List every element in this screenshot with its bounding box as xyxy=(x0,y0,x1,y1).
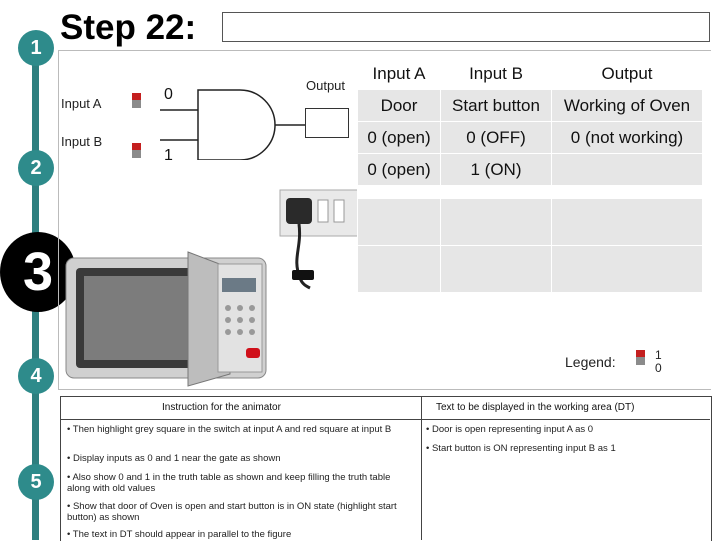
truth-table-cell: 0 (open) xyxy=(357,153,441,186)
truth-table-subheader-door: Door xyxy=(357,89,441,122)
truth-table-subheader-start: Start button xyxy=(440,89,552,122)
dt-header: Text to be displayed in the working area… xyxy=(436,402,635,413)
legend-bottom-value: 0 xyxy=(655,361,662,375)
animator-item: • Then highlight grey square in the swit… xyxy=(67,424,392,435)
animator-item: • Show that door of Oven is open and sta… xyxy=(67,501,397,523)
truth-table-cell xyxy=(551,185,703,199)
truth-table-cell xyxy=(357,185,441,199)
truth-table-cell: 0 (open) xyxy=(357,121,441,154)
truth-table-cell: 0 (OFF) xyxy=(440,121,552,154)
output-indicator xyxy=(305,108,349,138)
working-area-frame xyxy=(58,50,711,390)
input-a-switch[interactable] xyxy=(132,93,141,108)
truth-table-cell xyxy=(440,198,552,246)
title-box xyxy=(222,12,710,42)
input-a-value: 0 xyxy=(164,86,173,103)
legend-top-value: 1 xyxy=(655,348,662,362)
and-gate-icon xyxy=(160,89,306,160)
legend-switch-icon xyxy=(636,350,645,365)
truth-table-cell xyxy=(551,153,703,186)
truth-table-cell xyxy=(357,245,441,293)
microwave-oven-icon xyxy=(65,251,267,387)
truth-table: Input A Input B Output Door Start button… xyxy=(357,57,703,293)
truth-table-cell xyxy=(440,245,552,293)
animator-item: • The text in DT should appear in parall… xyxy=(67,529,292,540)
truth-table-subheader-working: Working of Oven xyxy=(551,89,703,122)
animator-header: Instruction for the animator xyxy=(162,402,281,413)
power-outlet-icon xyxy=(279,189,361,290)
instructions-header-rule xyxy=(60,419,710,420)
animator-item: • Display inputs as 0 and 1 near the gat… xyxy=(67,453,281,464)
truth-table-cell xyxy=(440,185,552,199)
truth-table-cell xyxy=(357,198,441,246)
truth-table-cell: 0 (not working) xyxy=(551,121,703,154)
step-badge-5: 5 xyxy=(18,464,54,500)
legend-label: Legend: xyxy=(565,354,616,370)
instructions-panel xyxy=(60,396,712,541)
truth-table-header-input-a: Input A xyxy=(357,57,441,90)
instructions-divider xyxy=(421,396,422,540)
truth-table-header-input-b: Input B xyxy=(440,57,552,90)
output-label: Output xyxy=(306,78,346,93)
input-a-label: Input A xyxy=(61,96,102,111)
input-b-value: 1 xyxy=(164,147,173,164)
page-title: Step 22: xyxy=(60,8,197,47)
animator-item: • Also show 0 and 1 in the truth table a… xyxy=(67,472,391,494)
truth-table-cell xyxy=(551,198,703,246)
truth-table-cell xyxy=(551,245,703,293)
step-badge-2: 2 xyxy=(18,150,54,186)
dt-item: • Start button is ON representing input … xyxy=(426,443,616,454)
input-b-switch[interactable] xyxy=(132,143,141,158)
step-badge-1: 1 xyxy=(18,30,54,66)
dt-item: • Door is open representing input A as 0 xyxy=(426,424,594,435)
truth-table-header-output: Output xyxy=(551,57,703,90)
step-badge-3: 3 xyxy=(0,232,76,312)
step-badge-4: 4 xyxy=(18,358,54,394)
truth-table-cell: 1 (ON) xyxy=(440,153,552,186)
input-b-label: Input B xyxy=(61,134,103,149)
